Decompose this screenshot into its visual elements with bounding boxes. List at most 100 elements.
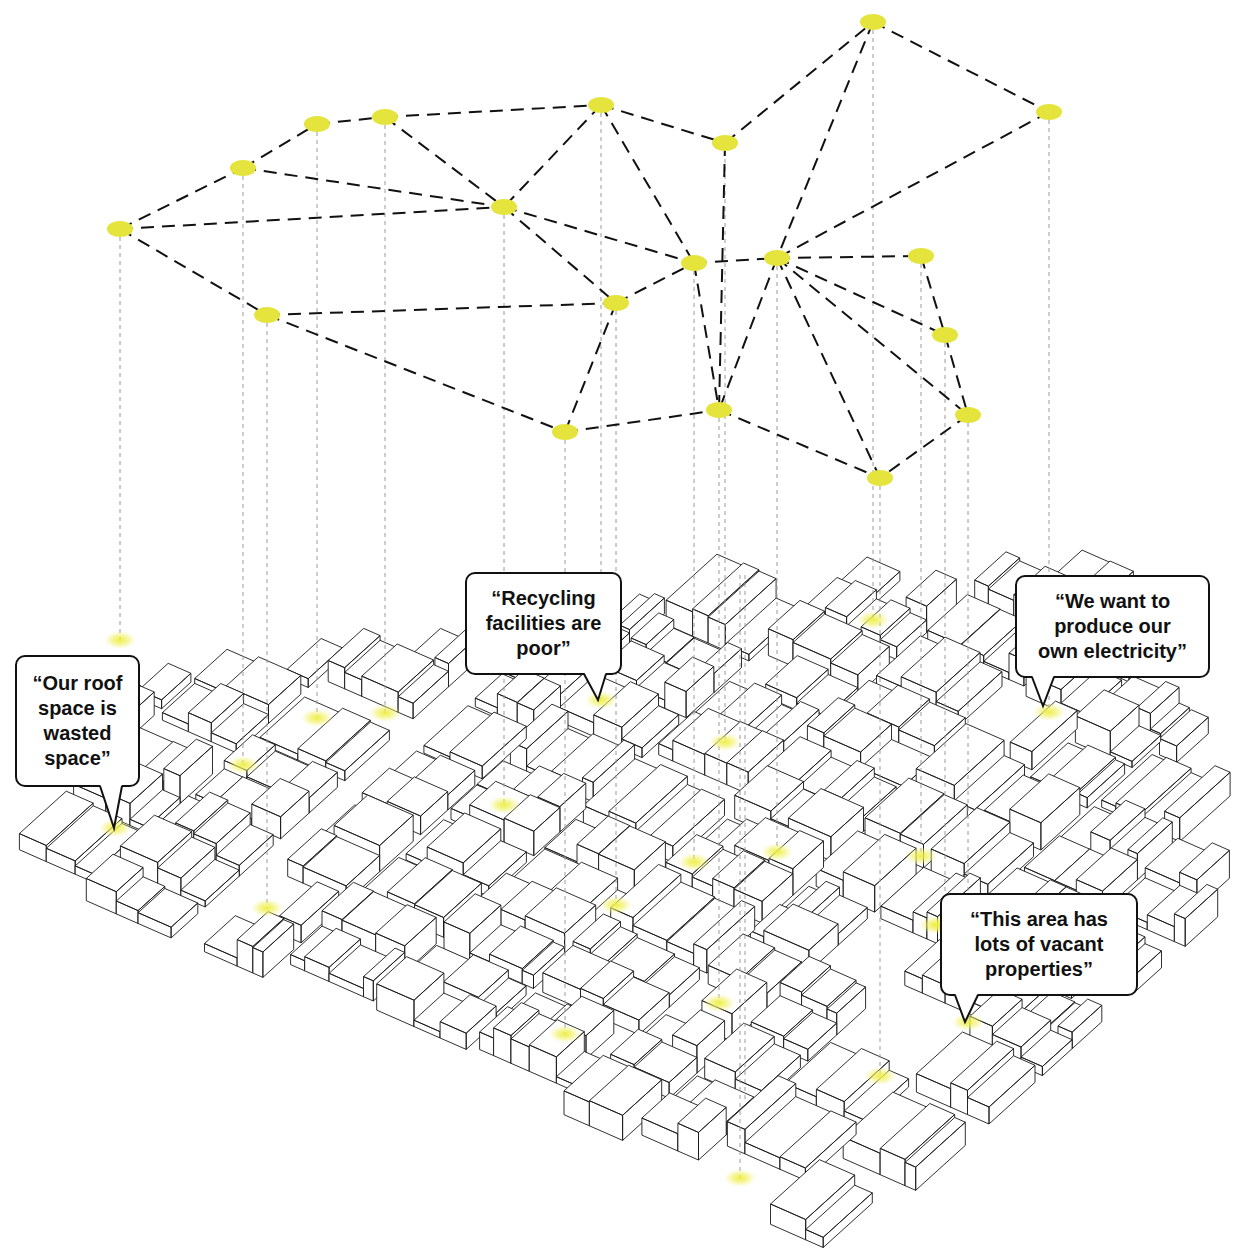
- drop-line: [120, 237, 121, 640]
- network-point: [706, 402, 732, 418]
- network-point: [552, 424, 578, 440]
- network-point: [681, 255, 707, 271]
- glow-spot: [709, 733, 741, 751]
- building: [253, 920, 294, 978]
- network-point: [107, 221, 133, 237]
- glow-spot: [952, 1013, 984, 1031]
- glow-spot: [99, 819, 131, 837]
- glow-spot: [227, 756, 259, 774]
- glow-spot: [600, 896, 632, 914]
- drop-line: [317, 132, 318, 718]
- network-link: [120, 168, 243, 229]
- tail-outline: [955, 995, 978, 1022]
- glow-spots: [99, 611, 1065, 1187]
- network-point: [955, 407, 981, 423]
- tail-fill: [955, 993, 978, 1022]
- drop-line: [725, 151, 726, 742]
- tail-fill: [584, 672, 606, 700]
- network-link: [267, 303, 616, 315]
- network-link: [777, 258, 880, 478]
- network-point: [1036, 104, 1062, 120]
- drop-line: [504, 215, 505, 805]
- glow-spot: [251, 899, 283, 917]
- network-link: [504, 207, 694, 263]
- quote-text: “This area has lots of vacant properties…: [962, 907, 1116, 982]
- network-point: [491, 199, 517, 215]
- glow-spot: [1033, 703, 1065, 721]
- speech-bubble: “Our roof space is wasted space”: [15, 655, 140, 787]
- network-link: [945, 335, 968, 415]
- glow-spot: [857, 611, 889, 629]
- network-point: [712, 135, 738, 151]
- speech-bubble: “We want to produce our own electricity”: [1015, 575, 1210, 678]
- drop-line: [267, 323, 268, 908]
- drop-line: [694, 271, 695, 862]
- drop-line: [565, 440, 566, 1034]
- building: [1160, 710, 1209, 763]
- network-links: [120, 22, 1049, 478]
- network-point: [588, 97, 614, 113]
- building: [678, 1098, 726, 1160]
- glow-spot: [724, 1169, 756, 1187]
- network-link: [504, 105, 601, 207]
- network-link: [777, 112, 1049, 258]
- tail-outline: [1032, 677, 1054, 706]
- building-blocks: [16, 550, 1231, 1247]
- network-point: [603, 295, 629, 311]
- network-link: [385, 105, 601, 117]
- network-link: [120, 229, 267, 315]
- network-link: [565, 303, 616, 432]
- network-link: [243, 124, 317, 168]
- drop-line: [880, 486, 881, 1076]
- network-link: [777, 22, 873, 258]
- speech-bubble: “This area has lots of vacant properties…: [940, 893, 1138, 996]
- drop-line: [740, 575, 741, 1178]
- network-points: [107, 14, 1062, 486]
- tail-fill: [100, 784, 122, 828]
- glow-spot: [703, 994, 735, 1012]
- glow-spot: [369, 704, 401, 722]
- quote-text: “We want to produce our own electricity”: [1035, 589, 1190, 664]
- network-link: [880, 415, 968, 478]
- network-link: [719, 410, 880, 478]
- network-link: [777, 258, 968, 415]
- building: [398, 665, 448, 719]
- tail-outline: [100, 786, 122, 828]
- network-link: [267, 315, 565, 432]
- tail-fill: [1032, 675, 1054, 706]
- network-link: [725, 22, 873, 143]
- building: [968, 1056, 1036, 1124]
- network-link: [601, 105, 725, 143]
- glow-spot: [864, 1067, 896, 1085]
- network-link: [873, 22, 1049, 112]
- building: [806, 1185, 873, 1247]
- glow-spot: [549, 1025, 581, 1043]
- network-point: [932, 327, 958, 343]
- network-point: [304, 116, 330, 132]
- network-point: [254, 307, 280, 323]
- network-point: [908, 248, 934, 264]
- drop-line: [243, 176, 244, 765]
- speech-bubble: “Recycling facilities are poor”: [465, 572, 622, 675]
- quote-text: “Recycling facilities are poor”: [481, 586, 606, 661]
- building: [1078, 760, 1125, 808]
- network-link: [243, 168, 504, 207]
- network-link: [777, 258, 945, 335]
- network-point: [867, 470, 893, 486]
- quote-text: “Our roof space is wasted space”: [27, 671, 128, 771]
- building: [1165, 766, 1231, 842]
- building: [905, 1118, 965, 1191]
- glow-spot: [678, 853, 710, 871]
- network-link: [120, 207, 504, 229]
- drop-line: [921, 264, 922, 856]
- tail-outline: [584, 674, 606, 700]
- building: [1174, 884, 1217, 946]
- building: [138, 889, 198, 938]
- network-link: [719, 258, 777, 410]
- network-point: [372, 109, 398, 125]
- glow-spot: [761, 843, 793, 861]
- network-link: [385, 117, 504, 207]
- glow-spot: [301, 709, 333, 727]
